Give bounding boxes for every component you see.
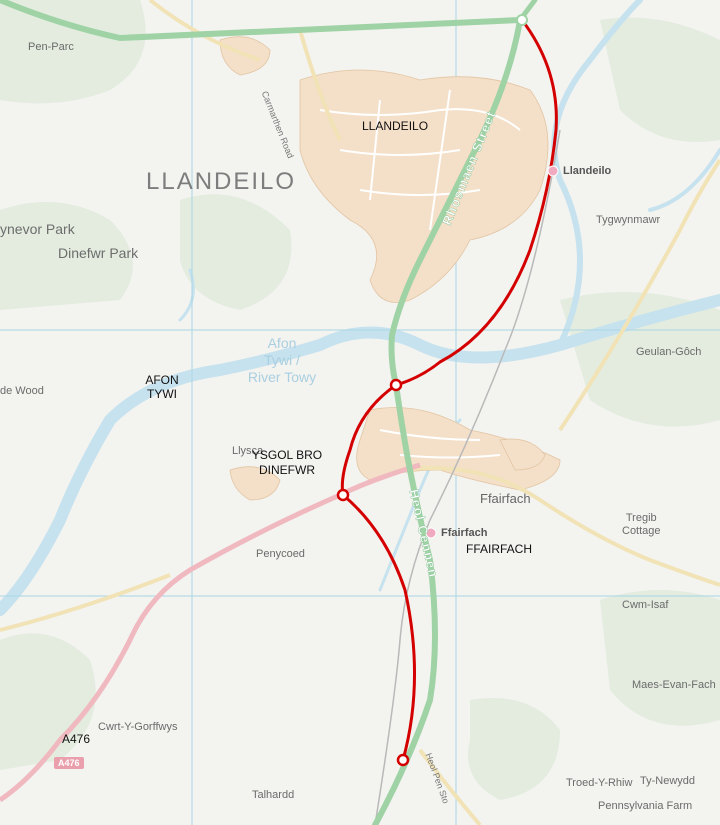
label-dinefwr-park: Dinefwr Park bbox=[58, 245, 139, 261]
route-start-node bbox=[516, 14, 528, 26]
junction-node-south bbox=[396, 753, 410, 767]
label-region-llandeilo: LLANDEILO bbox=[146, 168, 297, 195]
label-cwrt-y-gorffwys: Cwrt-Y-Gorffwys bbox=[98, 721, 178, 733]
label-edge-park: ynevor Park bbox=[0, 221, 75, 237]
station-marker-ffairfach bbox=[425, 527, 437, 539]
label-penycoed: Penycoed bbox=[256, 548, 305, 560]
river-name-line2: Tywi / bbox=[264, 352, 300, 368]
label-troed-y-rhiw: Troed-Y-Rhiw bbox=[566, 777, 633, 789]
woodland-areas bbox=[0, 0, 720, 800]
afon-tywi-line2: TYWI bbox=[147, 387, 177, 401]
label-tregib-cottage: Tregib Cottage bbox=[622, 512, 661, 538]
afon-tywi-line1: AFON bbox=[145, 373, 179, 387]
label-talhardd: Talhardd bbox=[252, 789, 295, 801]
route-south-arc bbox=[341, 493, 416, 762]
label-river-towy: Afon Tywi / River Towy bbox=[232, 335, 332, 386]
label-pennsylvania-farm: Pennsylvania Farm bbox=[598, 800, 693, 812]
label-ffairfach-village: Ffairfach bbox=[480, 491, 531, 506]
label-geulan-goch: Geulan-Gôch bbox=[636, 346, 702, 358]
label-station-ffairfach: Ffairfach bbox=[441, 527, 488, 539]
annotation-a476: A476 bbox=[62, 732, 91, 746]
junction-node-middle bbox=[336, 488, 350, 502]
railway-line bbox=[374, 129, 561, 825]
ysgol-line2: DINEFWR bbox=[259, 463, 315, 477]
annotation-llandeilo: LLANDEILO bbox=[362, 119, 429, 133]
station-marker-llandeilo bbox=[547, 165, 559, 177]
annotation-ysgol-bro-dinefwr: YSGOL BRO DINEFWR bbox=[232, 448, 342, 478]
label-station-llandeilo: Llandeilo bbox=[563, 165, 612, 177]
river-name-line1: Afon bbox=[267, 335, 297, 351]
annotation-afon-tywi: AFON TYWI bbox=[140, 373, 184, 401]
label-maes-evan-fach: Maes-Evan-Fach bbox=[632, 679, 716, 691]
label-cwm-isaf: Cwm-Isaf bbox=[622, 599, 669, 611]
tregib-line1: Tregib bbox=[625, 512, 657, 524]
label-edge-wood: de Wood bbox=[0, 385, 44, 397]
urban-streets bbox=[319, 89, 521, 459]
road-shield-a476: A476 bbox=[54, 757, 84, 769]
label-tygwynmawr: Tygwynmawr bbox=[596, 214, 661, 226]
route-north-arc bbox=[394, 18, 558, 387]
route-middle-arc bbox=[340, 383, 398, 497]
annotation-ffairfach: FFAIRFACH bbox=[466, 542, 533, 556]
ysgol-line1: YSGOL BRO bbox=[251, 448, 323, 462]
proposed-route bbox=[340, 18, 558, 762]
river-name-line3: River Towy bbox=[247, 369, 317, 385]
label-llyscasa: Llysca bbox=[232, 445, 264, 457]
route-junctions bbox=[336, 378, 410, 767]
tregib-line2: Cottage bbox=[622, 525, 661, 537]
label-ty-newydd: Ty-Newydd bbox=[640, 775, 696, 787]
junction-node-north bbox=[389, 378, 403, 392]
label-pen-parc: Pen-Parc bbox=[28, 41, 74, 53]
